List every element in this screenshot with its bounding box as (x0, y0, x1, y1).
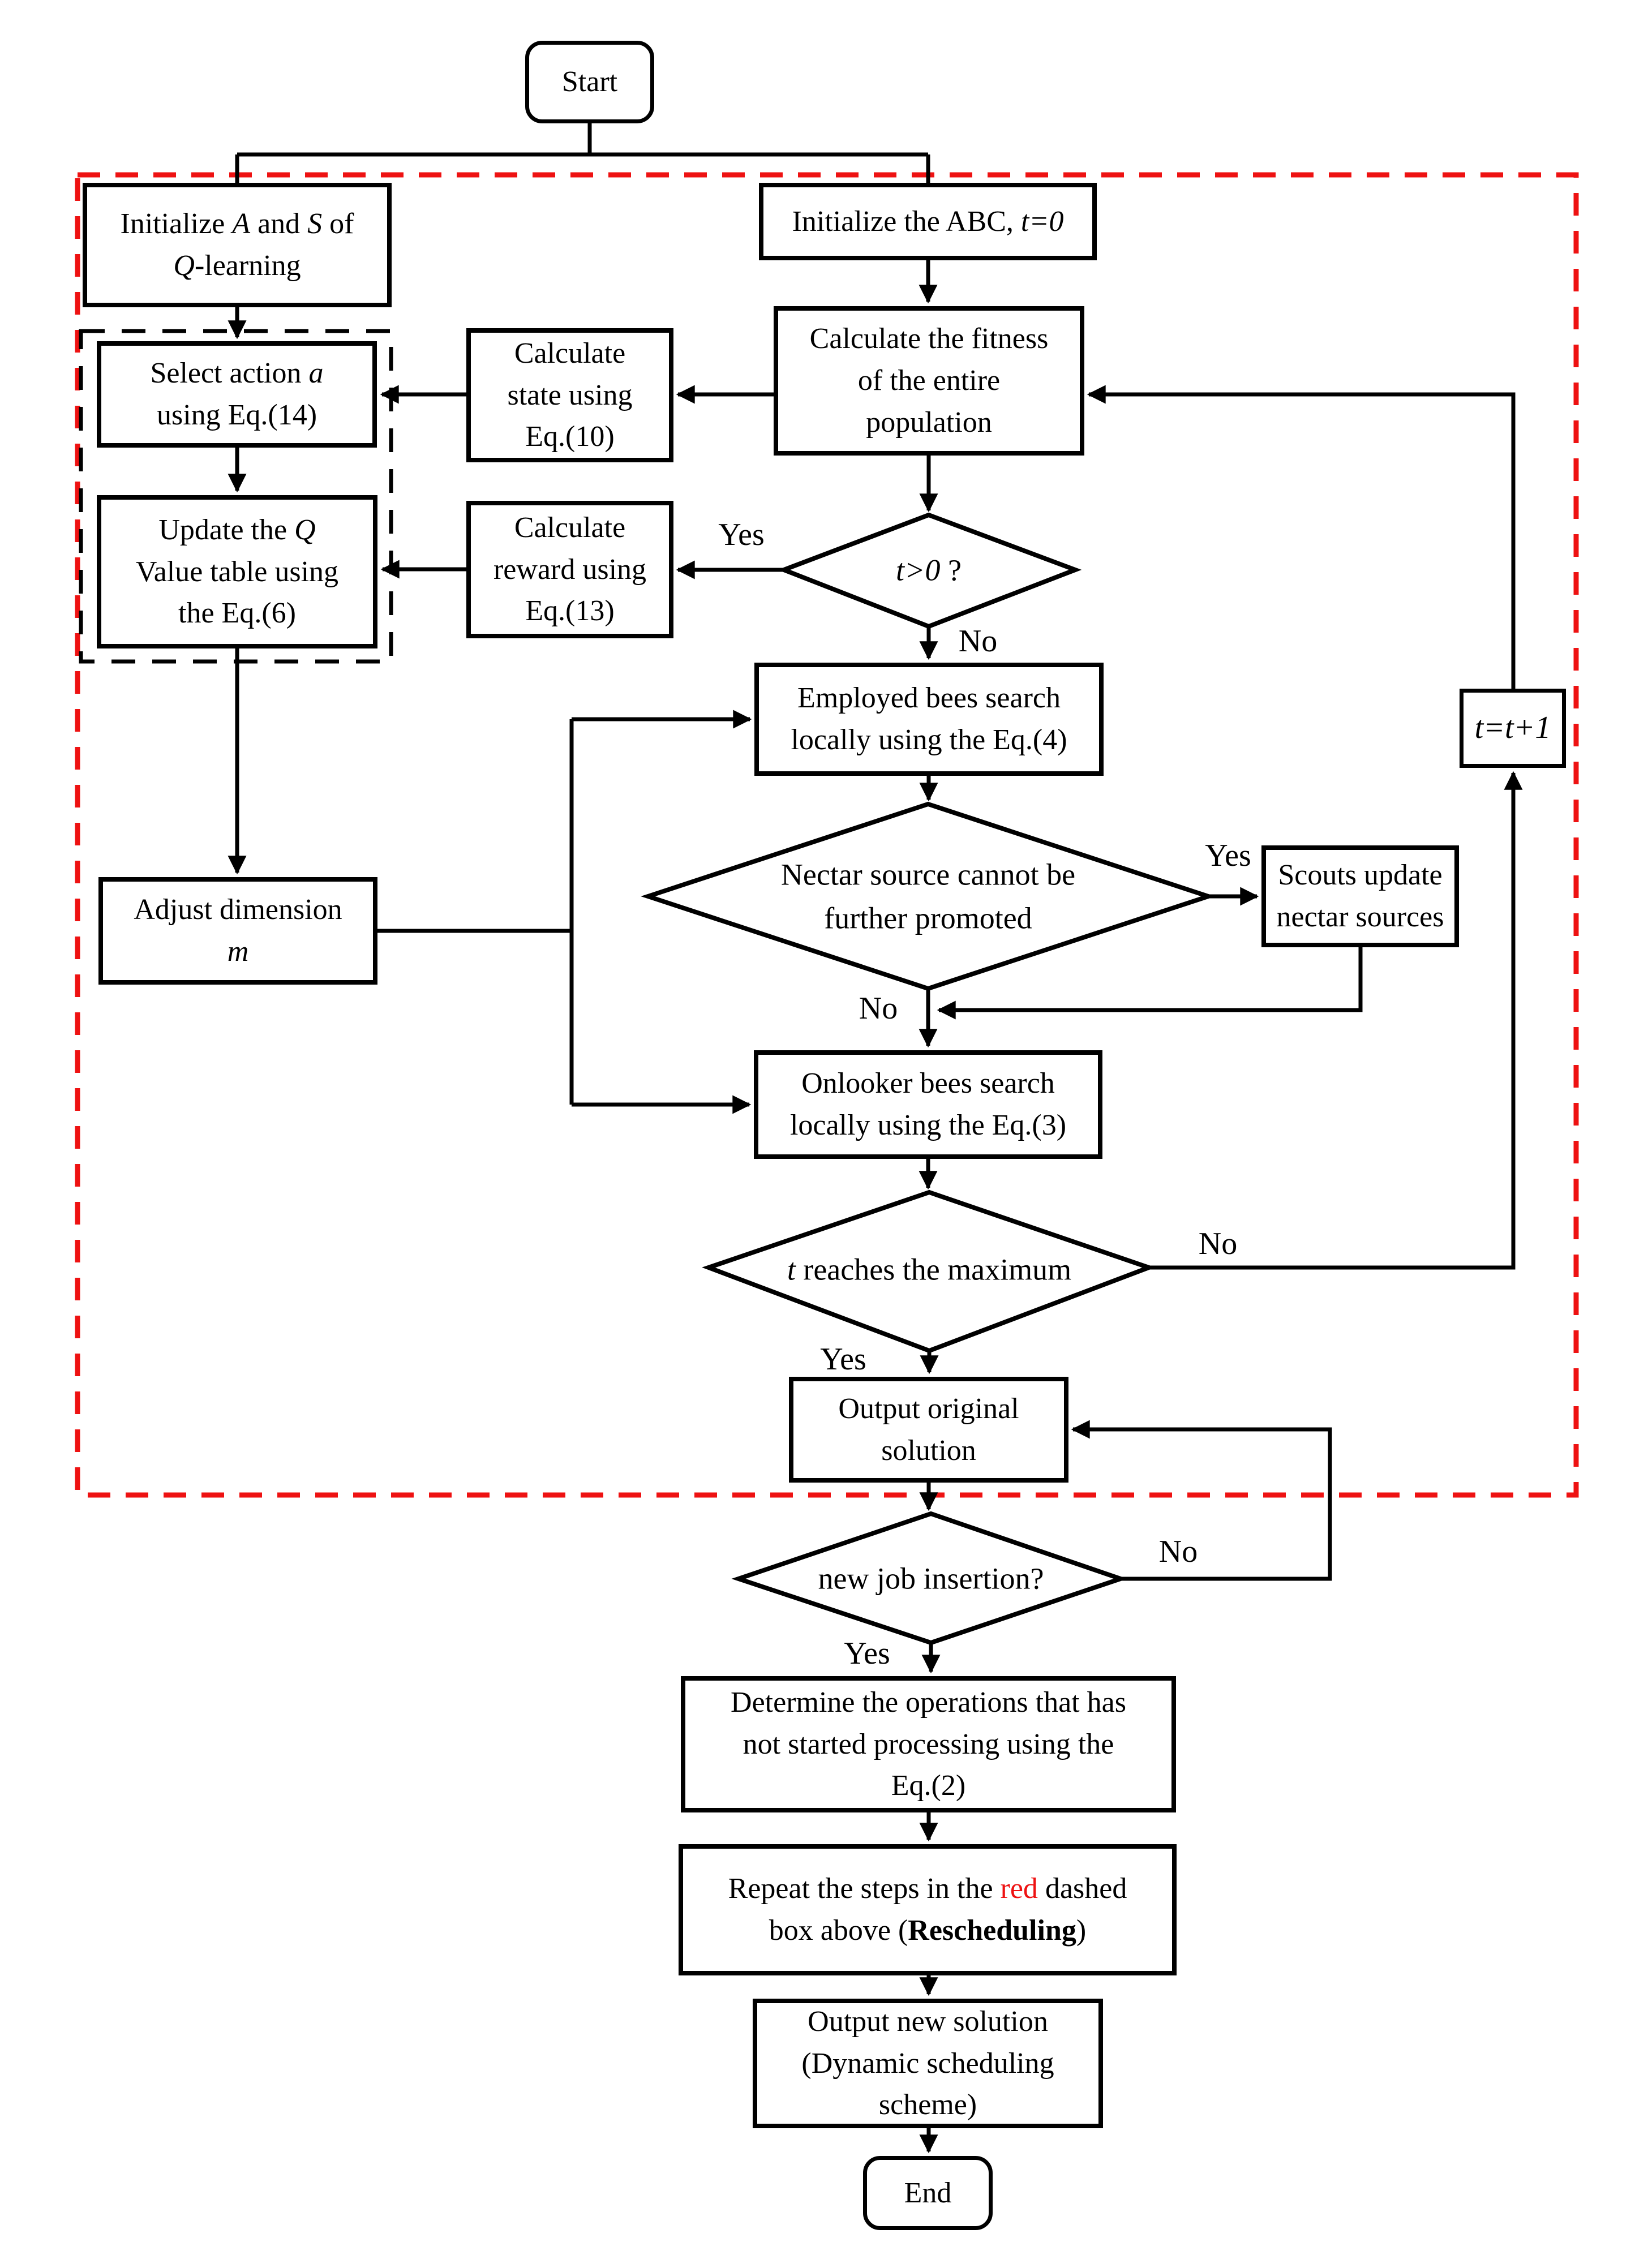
tmax-diamond-label: t reaches the maximum (787, 1252, 1072, 1287)
decision-diamonds (641, 512, 1216, 1646)
newjob-yes-label: Yes (844, 1636, 890, 1671)
newjob-diamond-label: new job insertion? (818, 1561, 1044, 1596)
edge-newjob-no-loop (1071, 1420, 1332, 1581)
nectar-yes-label: Yes (1205, 838, 1251, 873)
tmax-no-label: No (1198, 1226, 1238, 1261)
edge-tmax-no-to-tinc (1149, 771, 1523, 1270)
edge-scouts-return (937, 947, 1363, 1020)
t-increment-node: t=t+1 (1460, 689, 1566, 768)
start-node: Start (525, 41, 654, 123)
start-branch-lines (235, 123, 930, 183)
newjob-no-label: No (1158, 1534, 1198, 1569)
flow-arrows (228, 260, 1523, 2154)
t0-no-label: No (958, 624, 998, 659)
t0-diamond-shape (777, 512, 1082, 629)
t0-diamond-label: t>0 ? (896, 553, 962, 587)
rescheduling-red-dashed-region (75, 172, 1579, 1498)
end-node: End (863, 2156, 993, 2230)
t0-yes-label: Yes (718, 517, 765, 552)
adjust-junction-lines (377, 719, 574, 1105)
nectar-no-label: No (859, 991, 898, 1026)
newjob-diamond-shape (731, 1511, 1128, 1646)
tmax-yes-label: Yes (820, 1342, 866, 1377)
edge-tinc-to-fitness (1087, 385, 1516, 689)
nectar-diamond-shape (641, 801, 1216, 991)
tmax-diamond-shape (702, 1189, 1156, 1354)
initialize-abc-node: Initialize the ABC, t=0 (759, 183, 1097, 260)
